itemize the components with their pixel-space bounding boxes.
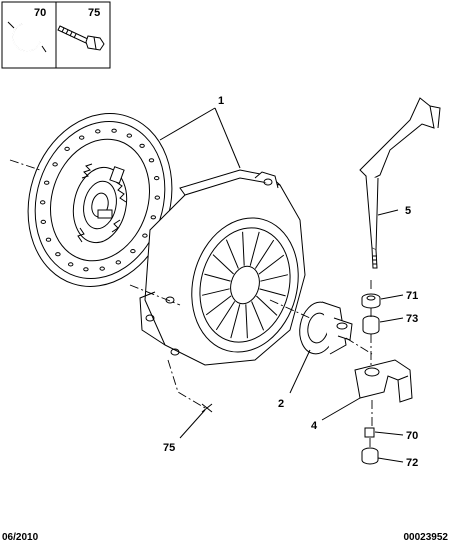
diaphragm-finger (212, 254, 234, 275)
disc-rivet (150, 215, 157, 220)
callout-4: 4 (311, 420, 318, 432)
disc-rivet (154, 176, 160, 181)
disc-rivet (44, 180, 50, 185)
callout-73: 73 (406, 313, 418, 325)
bolt-75-marker (201, 403, 213, 413)
diaphragm-finger (215, 301, 236, 331)
disc-rivet (79, 135, 85, 140)
disc-rivet (40, 219, 46, 224)
diaphragm-finger (258, 254, 285, 275)
disc-rivet (115, 260, 122, 265)
disc-rivet (52, 162, 58, 167)
disc-rivet (68, 262, 74, 267)
clutch-disc (27, 113, 173, 287)
diaphragm-finger (201, 288, 230, 296)
diaphragm-finger (251, 301, 265, 331)
footer-diagram-number: 00023952 (404, 532, 449, 543)
callout-1: 1 (218, 95, 224, 107)
diaphragm-finger (256, 295, 278, 316)
diaphragm-finger (245, 304, 248, 339)
circlip-icon (7, 21, 47, 53)
callout-71: 71 (406, 290, 418, 302)
disc-rivet (130, 249, 136, 254)
release-bearing (299, 301, 353, 355)
parts-legend-box: 70 75 (1, 1, 111, 69)
disc-rivet (95, 129, 101, 134)
disc-rivet (45, 237, 52, 242)
disc-rivets (40, 128, 161, 272)
diaphragm-finger (260, 274, 289, 282)
disc-rivet (40, 200, 46, 205)
pressure-plate (139, 169, 306, 366)
disc-rivet (83, 267, 89, 272)
disc-rivet (154, 195, 161, 200)
diaphragm-finger (259, 288, 286, 297)
diaphragm-finger (205, 295, 232, 316)
footer-date: 06/2010 (2, 532, 39, 543)
disc-rivet (64, 146, 70, 151)
ring-73 (362, 315, 380, 335)
diaphragm-finger (254, 239, 275, 269)
bush-72 (361, 447, 379, 465)
release-fork (359, 97, 441, 269)
disc-rivet (139, 143, 145, 148)
callout-70: 70 (406, 430, 418, 442)
fork-bracket (354, 359, 413, 403)
bush-71 (361, 293, 381, 309)
diaphragm-finger (242, 231, 245, 266)
disc-rivet (55, 252, 61, 257)
assembly-center-lines (9, 159, 373, 450)
disc-rivet (99, 266, 105, 271)
diaphragm-finger (225, 239, 239, 269)
diaphragm-finger (204, 273, 231, 282)
circlip-70-part (364, 427, 375, 438)
legend-ref-75: 75 (88, 7, 100, 19)
diaphragm-fingers (201, 231, 289, 339)
callout-72: 72 (406, 457, 418, 469)
leader-lines (159, 107, 404, 463)
disc-rivet (111, 128, 117, 133)
disc-rivet (126, 133, 133, 138)
callout-75: 75 (163, 442, 175, 454)
diaphragm-finger (230, 304, 241, 339)
callout-2: 2 (278, 398, 284, 410)
bolt-icon (57, 25, 105, 51)
disc-rivet (142, 233, 148, 238)
callout-5: 5 (405, 205, 411, 217)
legend-ref-70: 70 (34, 7, 46, 19)
diaphragm-finger (249, 231, 260, 266)
disc-rivet (148, 158, 155, 163)
